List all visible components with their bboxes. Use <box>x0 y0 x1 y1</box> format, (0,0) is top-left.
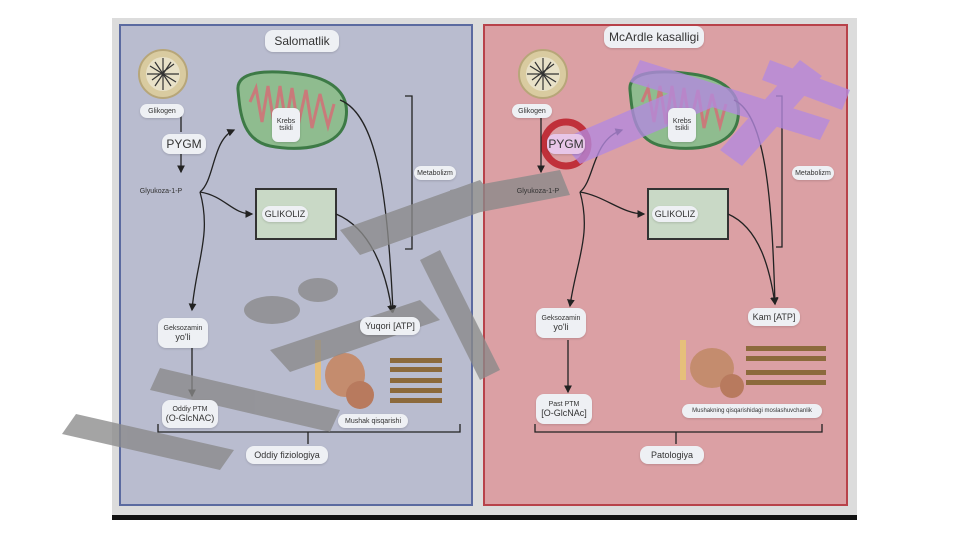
bottom-bar <box>112 515 857 520</box>
muscle-fiber-icon <box>315 340 442 409</box>
disease-footer: Patologiya <box>640 446 704 464</box>
hexosamine-line2: yo'li <box>175 331 191 342</box>
watermark <box>62 60 850 470</box>
hexosamine-pathway-label-right: Geksozamin yo'li <box>536 308 586 338</box>
g1p-label-right: Glyukoza-1-P <box>516 187 560 195</box>
glycogen-label: Glikogen <box>140 104 184 118</box>
glycogen-label-right: Glikogen <box>512 104 552 118</box>
disease-title: McArdle kasalligi <box>604 26 704 48</box>
ptm-line1: Oddiy PTM <box>172 405 208 413</box>
hexosamine-line2-right: yo'li <box>553 321 569 332</box>
krebs-line2: tsikli <box>279 125 293 132</box>
krebs-line1: Krebs <box>276 118 296 125</box>
krebs-line2-right: tsikli <box>675 125 689 132</box>
pygm-label-right: PYGM <box>547 134 585 154</box>
hexosamine-line1: Geksozamin <box>163 324 203 332</box>
krebs-cycle-label-right: Krebs tsikli <box>668 108 696 142</box>
muscle-adaptation-label: Mushakning qisqarishidagi moslashuvchanl… <box>682 404 822 418</box>
glycogen-granule-icon-right <box>518 49 568 99</box>
hexosamine-pathway-label: Geksozamin yo'li <box>158 318 208 348</box>
krebs-line1-right: Krebs <box>672 118 692 125</box>
ptm-label: Oddiy PTM (O-GlcNAC) <box>162 400 218 428</box>
hexosamine-line1-right: Geksozamin <box>541 314 581 322</box>
muscle-fiber-icon-right <box>680 340 826 398</box>
ptm-label-right: Past PTM [O-GlcNAc] <box>536 394 592 424</box>
glycolysis-label: GLIKOLIZ <box>262 206 308 222</box>
atp-label: Yuqori [ATP] <box>360 317 420 335</box>
ptm-line2: (O-GlcNAC) <box>165 412 215 423</box>
ptm-line2-right: [O-GlcNAc] <box>541 407 587 418</box>
glycogen-granule-icon <box>138 49 188 99</box>
ptm-line1-right: Past PTM <box>548 400 580 408</box>
g1p-label: Glyukoza-1-P <box>139 187 183 195</box>
pygm-label: PYGM <box>162 134 206 154</box>
atp-label-right: Kam [ATP] <box>748 308 800 326</box>
glycolysis-label-right: GLIKOLIZ <box>652 206 698 222</box>
healthy-title: Salomatlik <box>265 30 339 52</box>
muscle-contraction-label: Mushak qisqarishi <box>338 414 408 428</box>
metabolism-label: Metabolizm <box>414 166 456 180</box>
healthy-footer: Oddiy fiziologiya <box>246 446 328 464</box>
metabolism-label-right: Metabolizm <box>792 166 834 180</box>
krebs-cycle-label: Krebs tsikli <box>272 108 300 142</box>
